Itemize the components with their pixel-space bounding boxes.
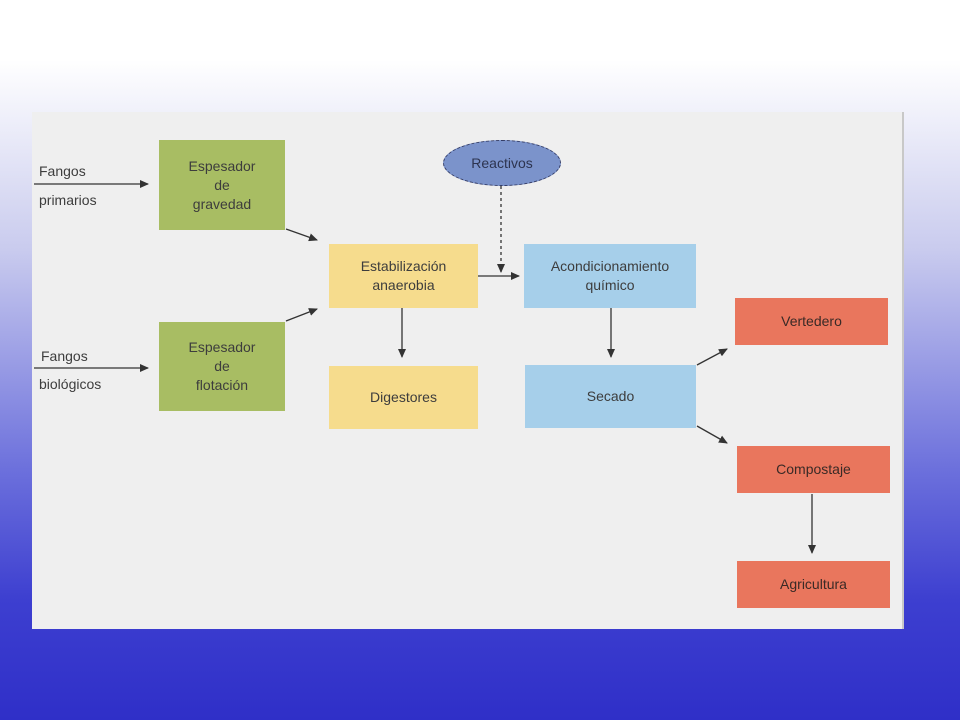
node-espesador-gravedad: Espesador de gravedad (159, 140, 285, 230)
node-vertedero: Vertedero (735, 298, 888, 345)
edge-secado-to-vertedero (696, 348, 728, 366)
node-espesador-flotacion: Espesador de flotación (159, 322, 285, 411)
node-compostaje: Compostaje (737, 446, 890, 493)
edge-flotacion-to-estabilizacion (285, 308, 318, 322)
input-biologicos-line1: Fangos (41, 348, 88, 364)
node-digestores: Digestores (329, 366, 478, 429)
edges-layer (34, 180, 816, 554)
edge-secado-to-compostaje (696, 425, 728, 444)
node-reactivos: Reactivos (443, 140, 561, 186)
input-primarios-line2: primarios (39, 192, 97, 208)
input-biologicos-line2: biológicos (39, 376, 102, 392)
node-acondicionamiento-quimico: Acondicionamiento químico (524, 244, 696, 308)
input-primarios-line1: Fangos (39, 163, 86, 179)
node-estabilizacion-anaerobia: Estabilización anaerobia (329, 244, 478, 308)
edge-gravedad-to-estabilizacion (285, 228, 318, 242)
diagram-panel: Fangos primarios Fangos biológicos Espes… (32, 112, 904, 629)
node-agricultura: Agricultura (737, 561, 890, 608)
node-secado: Secado (525, 365, 696, 428)
